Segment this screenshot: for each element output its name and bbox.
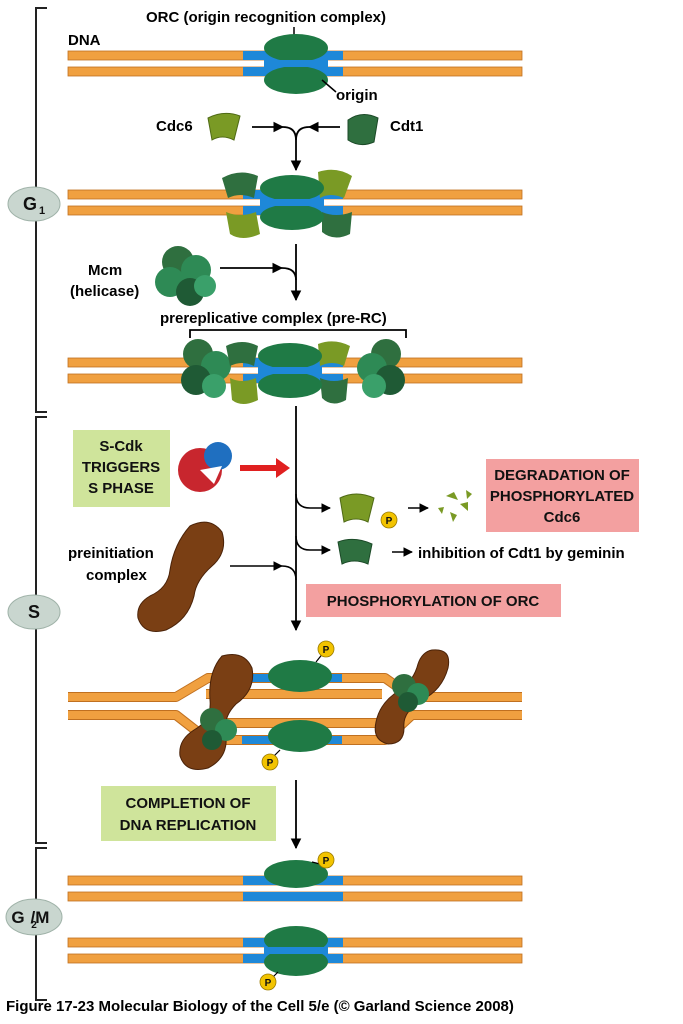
preinit-sublabel: complex [86, 567, 148, 584]
phospho-label-g2m-2: P [265, 978, 272, 989]
phase-label-g2m: G [11, 908, 24, 927]
cdc6-label: Cdc6 [156, 118, 193, 135]
degradation-line-2: PHOSPHORYLATED [490, 488, 634, 505]
preinit-shape [137, 521, 225, 632]
scdk-line-2: TRIGGERS [82, 459, 160, 476]
convergence-arrow-1 [252, 121, 340, 172]
replication-orc-top: P [268, 640, 335, 692]
pre-rc-label: prereplicative complex (pre-RC) [160, 310, 387, 327]
phase-brackets [35, 7, 47, 1001]
cdt1-shape [347, 114, 379, 146]
pre-rc-bracket [189, 329, 407, 338]
dna-row-g2m-1: P [67, 851, 523, 902]
phospho-label-cdc6: P [386, 516, 393, 527]
cdt1-label: Cdt1 [390, 118, 423, 135]
cdt1-inhibited-shape [337, 538, 373, 565]
phospho-label-orc-top: P [323, 645, 330, 656]
branch-arrows [295, 493, 429, 557]
scdk-line-3: S PHASE [88, 480, 154, 497]
figure-caption: Figure 17-23 Molecular Biology of the Ce… [6, 998, 514, 1015]
mcm-helicase-shape [155, 246, 216, 306]
completion-box: COMPLETION OF DNA REPLICATION [101, 786, 276, 841]
geminin-label: inhibition of Cdt1 by geminin [418, 545, 625, 562]
convergence-arrow-2 [220, 244, 302, 302]
phospho-label-orc-bottom: P [267, 758, 274, 769]
phase-label-g1: G [23, 194, 37, 214]
degraded-cdc6-fragments [438, 490, 472, 522]
orc-label: ORC (origin recognition complex) [146, 9, 386, 26]
phospho-cdc6: P [339, 493, 398, 529]
replication-orc-bottom: P [261, 720, 332, 771]
phase-sub-g1: 1 [39, 205, 45, 217]
replication-machinery-right [374, 649, 450, 745]
degradation-line-3: Cdc6 [544, 509, 581, 526]
mcm-label: Mcm [88, 262, 122, 279]
replication-machinery-left [179, 654, 254, 770]
phase-post-g2m: /M [31, 908, 50, 927]
orc-complex [264, 34, 328, 94]
phosphorylation-label: PHOSPHORYLATION OF ORC [327, 593, 540, 610]
scdk-red-arrow-head [276, 458, 290, 478]
orc-with-loaders [222, 169, 352, 238]
scdk-line-1: S-Cdk [99, 438, 143, 455]
cdc6-shape [207, 112, 241, 141]
scdk-shape [178, 442, 232, 492]
completion-line-2: DNA REPLICATION [120, 817, 257, 834]
phase-oval-g2m: G 2 /M [5, 898, 63, 936]
degradation-line-1: DEGRADATION OF [494, 467, 630, 484]
dna-row-g2m-2: P [67, 926, 523, 991]
phosphorylation-box: PHOSPHORYLATION OF ORC [306, 584, 561, 617]
origin-label: origin [336, 87, 378, 104]
pre-rc-complex [181, 339, 405, 404]
mcm-sublabel: (helicase) [70, 283, 139, 300]
origin-leader [321, 79, 337, 93]
completion-line-1: COMPLETION OF [126, 795, 251, 812]
dna-label: DNA [68, 32, 101, 49]
preinit-label: preinitiation [68, 545, 154, 562]
phospho-label-g2m-1: P [323, 856, 330, 867]
preinit-arrow [230, 561, 297, 581]
degradation-box: DEGRADATION OF PHOSPHORYLATED Cdc6 [486, 459, 639, 532]
phase-sub-g2m: 2 [31, 920, 37, 931]
phase-oval-g1: G 1 [7, 186, 61, 222]
phase-oval-s: S [7, 594, 61, 630]
phase-label-s: S [28, 602, 40, 622]
scdk-box: S-Cdk TRIGGERS S PHASE [73, 430, 170, 507]
